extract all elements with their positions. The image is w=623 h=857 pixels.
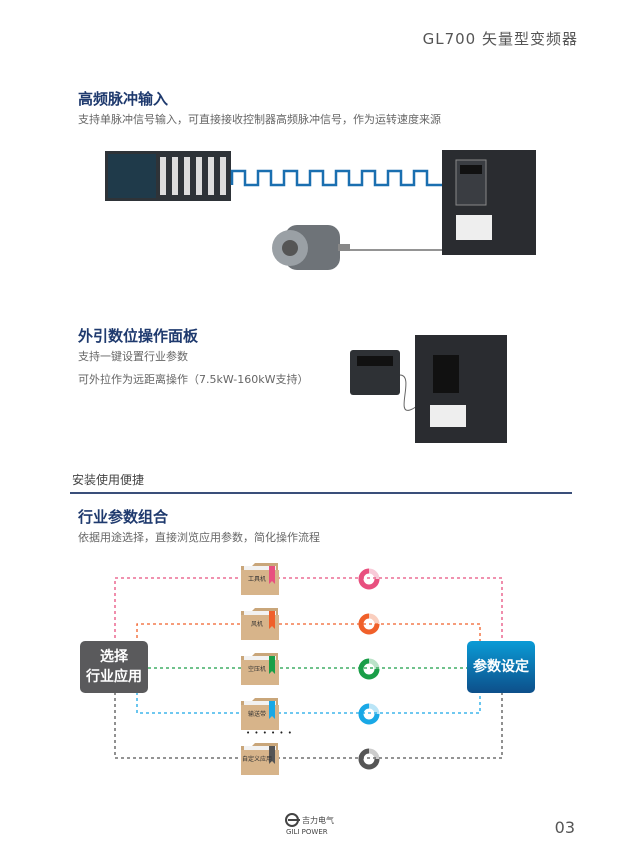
motor-image [272, 225, 350, 270]
folder-label: 工具机 [247, 576, 266, 583]
folder-icon: 自定义应用 [240, 742, 280, 776]
progress-ring-icon [357, 747, 381, 775]
section3-title: 行业参数组合 [78, 508, 169, 526]
parameter-setting-box: 参数设定 [467, 641, 535, 693]
folder-label: 空压机 [247, 666, 266, 673]
section2-title: 外引数位操作面板 [78, 327, 199, 345]
inverter-image [442, 150, 536, 255]
folder-icon: 空压机 [240, 652, 280, 686]
folder-label: 自定义应用 [241, 756, 272, 763]
ellipsis: • • • • • • [246, 729, 293, 737]
header-title: GL700 矢量型变频器 [422, 30, 578, 48]
left-box-line1: 选择 [100, 649, 128, 665]
folder-label: 输送带 [247, 711, 266, 718]
section1-title: 高频脉冲输入 [78, 90, 169, 108]
pulse-input-illustration [105, 150, 536, 270]
section2-desc-2: 可外拉作为远距离操作（7.5kW-160kW支持） [78, 373, 309, 386]
progress-ring-icon [357, 567, 381, 595]
select-industry-box: 选择 行业应用 [80, 641, 148, 693]
folder-icon: 输送带 [240, 697, 280, 731]
section2-desc-1: 支持一键设置行业参数 [78, 350, 188, 363]
keypad-illustration [350, 335, 507, 443]
right-box-label: 参数设定 [473, 659, 529, 675]
divider [70, 492, 572, 494]
progress-ring-icon [357, 612, 381, 640]
folder-icon: 工具机 [240, 562, 280, 596]
plc-controller-image [105, 151, 231, 201]
section3-desc: 依据用途选择，直接浏览应用参数，简化操作流程 [78, 531, 320, 544]
section1-desc: 支持单脉冲信号输入，可直接接收控制器高频脉冲信号，作为运转速度来源 [78, 113, 441, 126]
subheading: 安装使用便捷 [72, 473, 145, 487]
progress-ring-icon [357, 657, 381, 685]
left-box-line2: 行业应用 [86, 669, 142, 685]
brand-logo: 吉力电气 GILI POWER [284, 812, 364, 840]
folder-icon: 风机 [240, 607, 280, 641]
folder-label: 风机 [250, 621, 263, 628]
svg-text:GILI POWER: GILI POWER [286, 828, 328, 836]
progress-ring-icon [357, 702, 381, 730]
pulse-wave [230, 169, 442, 187]
page-number: 03 [554, 818, 575, 837]
svg-text:吉力电气: 吉力电气 [302, 815, 334, 825]
